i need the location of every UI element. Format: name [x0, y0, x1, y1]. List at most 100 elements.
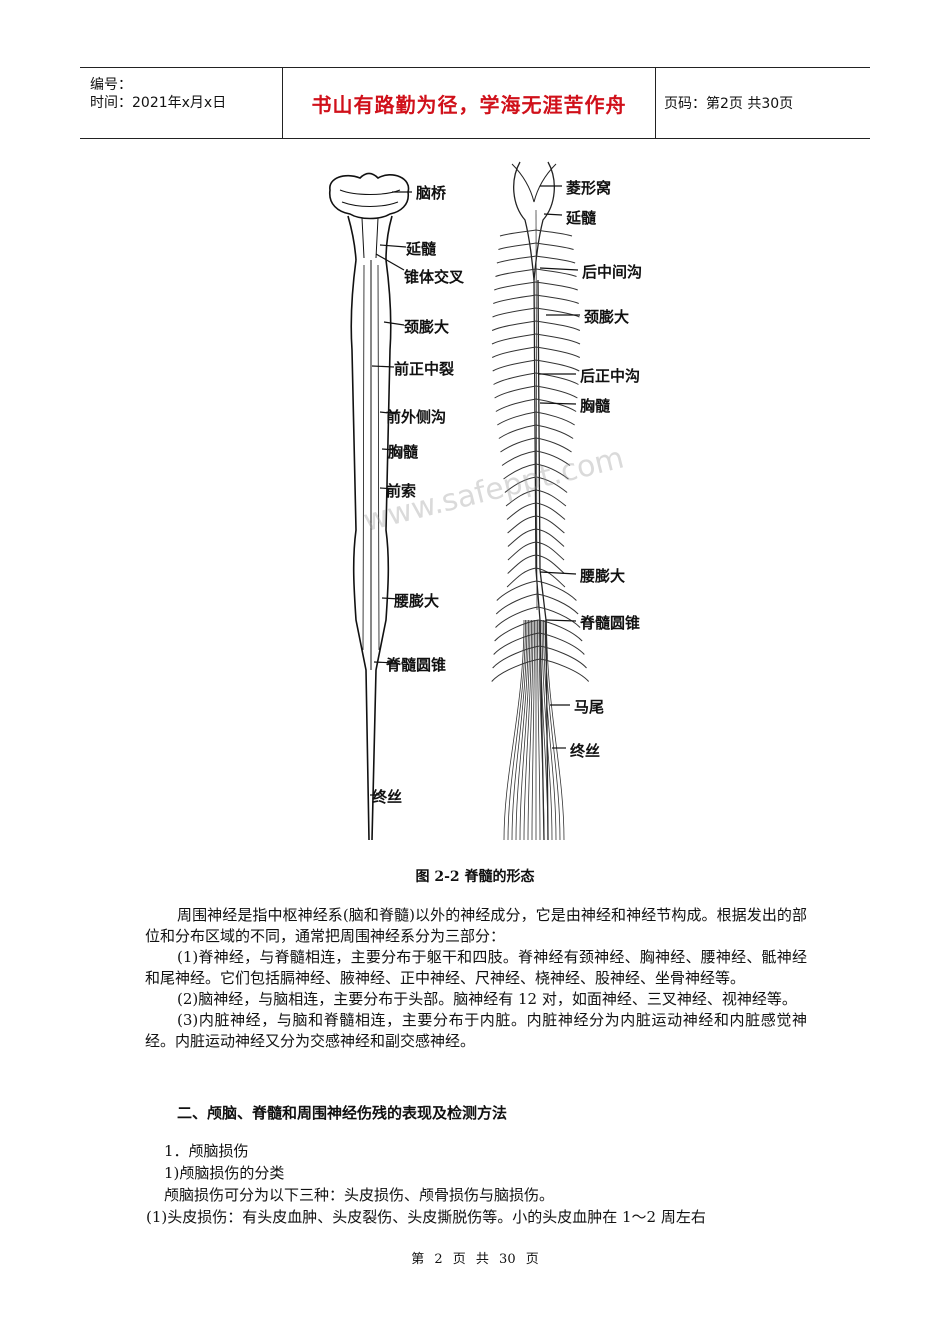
label-lumbar-enlargement-posterior: 腰膨大 [580, 567, 626, 585]
figure-caption: 图 2-2 脊髓的形态 [415, 869, 535, 885]
cauda-equina-strand [515, 619, 529, 841]
nerve-root [535, 281, 578, 291]
page-info: 页码：第2页 共30页 [664, 96, 794, 112]
nerve-root [535, 541, 565, 561]
nerve-root [496, 255, 537, 264]
nerve-root [504, 476, 537, 493]
anterior-view-drawing [328, 172, 410, 841]
subsection-classification: 1)颅脑损伤的分类 [164, 1164, 285, 1182]
nerve-root [494, 385, 537, 399]
label-rhomboid-fossa: 菱形窝 [566, 179, 612, 197]
nerve-root [493, 372, 537, 385]
nerve-root [535, 437, 572, 453]
nerve-root [535, 320, 581, 331]
label-cauda-equina: 马尾 [574, 698, 605, 716]
nerve-root [492, 307, 537, 318]
cauda-equina-strand [507, 619, 526, 841]
nerve-root [491, 320, 537, 331]
nerve-root [496, 580, 537, 601]
nerve-root [495, 606, 538, 628]
nerve-root [535, 359, 580, 372]
nerve-root [491, 333, 537, 345]
label-posterior-intermediate-sulcus: 后中间沟 [582, 263, 643, 281]
label-cervical-enlargement-posterior: 颈膨大 [584, 308, 630, 326]
cauda-equina-strand [503, 619, 525, 841]
nerve-root [507, 554, 537, 574]
label-lumbar-enlargement: 腰膨大 [394, 592, 440, 610]
cauda-equina-strand [540, 619, 549, 841]
cauda-equina-strand [531, 619, 535, 841]
paragraph-visceral-nerves: (3)内脏神经，与脑和脊髓相连，主要分布于内脏。内脏神经分为内脏运动神经和内脏感… [145, 1011, 807, 1050]
nerve-root [506, 502, 537, 520]
cauda-equina-strand [543, 619, 557, 841]
nerve-root [507, 515, 537, 534]
paragraph-intro: 周围神经是指中枢神经系(脑和脊髓)以外的神经成分，它是由神经和神经节构成。根据发… [145, 906, 807, 945]
header-meta-cell: 编号： 时间：2021年x月x日 [80, 68, 283, 138]
nerve-root [535, 294, 579, 304]
nerve-root [494, 281, 537, 291]
cauda-equina-strand [546, 619, 565, 841]
nerve-root [535, 268, 577, 277]
nerve-root [535, 398, 577, 412]
header-slogan-cell: 书山有路勤为径，学海无涯苦作舟 [283, 68, 656, 138]
label-posterior-median-sulcus: 后正中沟 [580, 367, 641, 385]
scalp-injury-text: (1)头皮损伤：有头皮血肿、头皮裂伤、头皮撕脱伤等。小的头皮血肿在 1～2 周左… [146, 1208, 706, 1226]
label-thoracic-cord: 胸髓 [388, 443, 419, 461]
nerve-root [535, 411, 575, 426]
number-label: 编号： [90, 77, 132, 93]
nerve-root [497, 411, 537, 426]
nerve-root [535, 385, 578, 399]
label-medulla-posterior: 延髓 [566, 209, 597, 227]
spinal-nerves [491, 229, 590, 841]
slogan-text: 书山有路勤为径，学海无涯苦作舟 [311, 92, 627, 117]
label-conus-medullaris-posterior: 脊髓圆锥 [580, 614, 641, 632]
nerve-root [535, 255, 576, 264]
nerve-root [535, 567, 566, 588]
nerve-root [499, 229, 537, 237]
nerve-root [535, 489, 567, 507]
nerve-root [535, 229, 573, 237]
nerve-root [535, 424, 574, 439]
label-anterolateral-sulcus: 前外侧沟 [386, 408, 447, 426]
label-anterior-funiculus: 前索 [386, 482, 417, 500]
label-pons: 脑桥 [416, 184, 447, 202]
classification-summary: 颅脑损伤可分为以下三种：头皮损伤、颅骨损伤与脑损伤。 [164, 1186, 555, 1204]
nerve-root [537, 593, 579, 615]
label-anterior-median-fissure: 前正中裂 [394, 360, 455, 378]
spinal-cord-figure: 脑桥 延髓 锥体交叉 颈膨大 前正中裂 前外侧沟 胸髓 前索 腰膨大 脊髓圆锥 … [300, 150, 680, 860]
cauda-equina-strand [544, 619, 561, 841]
section-heading: 二、颅脑、脊髓和周围神经伤残的表现及检测方法 [177, 1104, 508, 1122]
nerve-root [501, 450, 537, 466]
label-filum-terminale-posterior: 终丝 [570, 742, 601, 760]
nerve-root [537, 606, 581, 628]
section-text: 1．颅脑损伤 1)颅脑损伤的分类 颅脑损伤可分为以下三种：头皮损伤、颅骨损伤与脑… [146, 1140, 814, 1228]
nerve-root [498, 242, 537, 250]
nerve-root [535, 528, 565, 547]
page-footer: 第 2 页 共 30 页 [411, 1252, 539, 1267]
nerve-root [540, 658, 590, 682]
subsection-title: 1．颅脑损伤 [164, 1142, 249, 1160]
nerve-root [535, 502, 566, 520]
nerve-root [492, 359, 537, 372]
nerve-root [535, 372, 579, 385]
nerve-root [535, 476, 568, 493]
label-filum-terminale: 终丝 [372, 788, 403, 806]
nerve-root [535, 515, 565, 534]
nerve-root [535, 450, 571, 466]
label-pyramidal-decussation: 锥体交叉 [404, 268, 465, 286]
body-text: 周围神经是指中枢神经系(脑和脊髓)以外的神经成分，它是由神经和神经节构成。根据发… [145, 905, 807, 1052]
cauda-equina-strand [519, 619, 531, 841]
nerve-root [495, 398, 537, 412]
cauda-equina-strand [541, 619, 553, 841]
nerve-root [506, 567, 537, 588]
cauda-equina-strand [523, 619, 532, 841]
label-thoracic-cord-posterior: 胸髓 [580, 397, 611, 415]
nerve-root [505, 489, 537, 507]
nerve-root [491, 658, 541, 682]
nerve-root [535, 242, 574, 250]
nerve-root [535, 346, 581, 358]
nerve-root [535, 463, 569, 480]
nerve-root [494, 619, 539, 642]
paragraph-spinal-nerves: (1)脊神经，与脊髓相连，主要分布于躯干和四肢。脊神经有颈神经、胸神经、腰神经、… [145, 948, 807, 987]
nerve-root [500, 437, 537, 453]
